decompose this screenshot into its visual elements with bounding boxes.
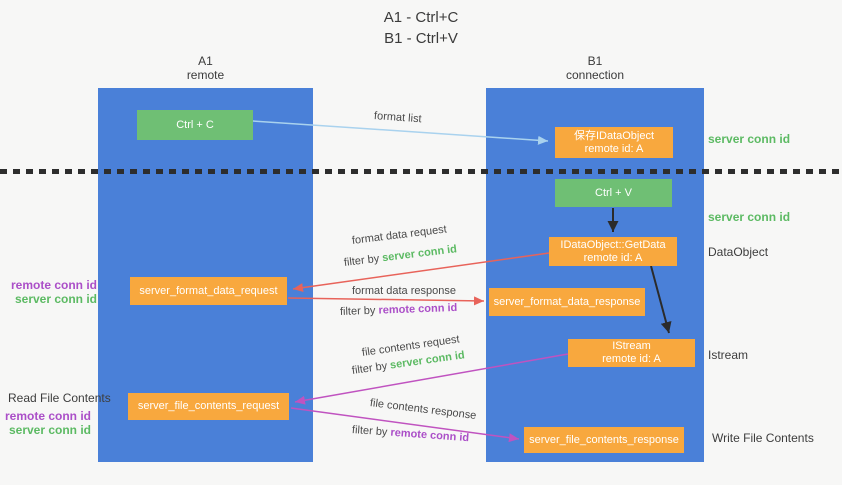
node-ctrl-v: Ctrl + V [555, 179, 672, 207]
diagram-title: A1 - Ctrl+C B1 - Ctrl+V [0, 7, 842, 49]
lane-b1-subtitle: connection [565, 68, 625, 82]
edge-label-format-data-request: format data request [351, 223, 448, 247]
label-istream: Istream [708, 348, 749, 362]
node-save-idataobject-line2: remote id: A [584, 142, 644, 155]
node-format-request-label: server_format_data_request [139, 284, 278, 297]
label-read-file-contents: Read File Contents [8, 391, 111, 405]
node-istream: IStream remote id: A [568, 339, 695, 367]
label-stack-format: remote conn id server conn id [0, 278, 97, 306]
edge-label-filter-by-remote-conn-id-2: filter by remote conn id [352, 424, 470, 444]
node-format-response-label: server_format_data_response [493, 295, 641, 308]
label-server-conn-id-top-right: server conn id [708, 132, 791, 146]
label-server-conn-id-left-bottom: server conn id [8, 423, 91, 437]
filter-by-text: filter by [351, 424, 391, 439]
edge-label-format-data-response: format data response [352, 285, 456, 297]
node-server-file-contents-response: server_file_contents_response [524, 427, 684, 453]
label-remote-conn-id-left-bottom: remote conn id [4, 409, 91, 423]
node-file-request-label: server_file_contents_request [137, 400, 280, 412]
node-ctrl-c-label: Ctrl + C [176, 118, 214, 131]
label-write-file-contents: Write File Contents [712, 431, 814, 445]
node-istream-line2: remote id: A [602, 353, 661, 365]
node-server-format-data-request: server_format_data_request [130, 277, 287, 305]
node-getdata-line2: remote id: A [583, 251, 643, 264]
node-file-response-label: server_file_contents_response [529, 433, 679, 446]
node-ctrl-v-label: Ctrl + V [595, 186, 632, 199]
node-server-format-data-response: server_format_data_response [489, 288, 645, 316]
lane-a1-name: A1 [198, 54, 213, 68]
format-data-response-arrow [287, 296, 485, 306]
session-separator-dotted-line [0, 169, 842, 174]
lane-header-b1: B1 connection [486, 54, 704, 82]
title-line-1: A1 - Ctrl+C [383, 9, 459, 26]
node-save-idataobject: 保存IDataObject remote id: A [555, 127, 673, 158]
label-server-conn-id-mid-right: server conn id [708, 210, 791, 224]
node-server-file-contents-request: server_file_contents_request [128, 393, 289, 420]
remote-conn-id-text: remote conn id [390, 426, 470, 445]
edge-label-format-list: format list [373, 110, 422, 126]
label-dataobject: DataObject [708, 245, 769, 259]
edge-label-file-contents-response: file contents response [369, 397, 477, 422]
label-remote-conn-id-left-top: remote conn id [10, 278, 97, 292]
lane-header-a1: A1 remote [98, 54, 313, 82]
lane-b1-name: B1 [587, 54, 603, 68]
node-ctrl-c: Ctrl + C [137, 110, 253, 140]
label-stack-file: remote conn id server conn id [0, 409, 91, 437]
edge-label-filter-by-remote-conn-id-1: filter by remote conn id [340, 302, 458, 318]
node-istream-line1: IStream [612, 340, 651, 352]
filter-by-text: filter by [339, 304, 379, 318]
node-getdata-line1: IDataObject::GetData [560, 238, 666, 251]
edge-label-filter-by-server-conn-id-1: filter by server conn id [343, 243, 457, 269]
title-line-2: B1 - Ctrl+V [384, 30, 458, 47]
label-server-conn-id-left-top: server conn id [14, 292, 97, 306]
remote-conn-id-text: remote conn id [378, 301, 458, 317]
filter-by-text: filter by [343, 252, 383, 269]
node-save-idataobject-line1: 保存IDataObject [573, 129, 655, 142]
server-conn-id-text: server conn id [381, 243, 458, 265]
lane-a1-subtitle: remote [186, 68, 225, 82]
node-idataobject-getdata: IDataObject::GetData remote id: A [549, 237, 677, 266]
filter-by-text: filter by [351, 359, 391, 377]
